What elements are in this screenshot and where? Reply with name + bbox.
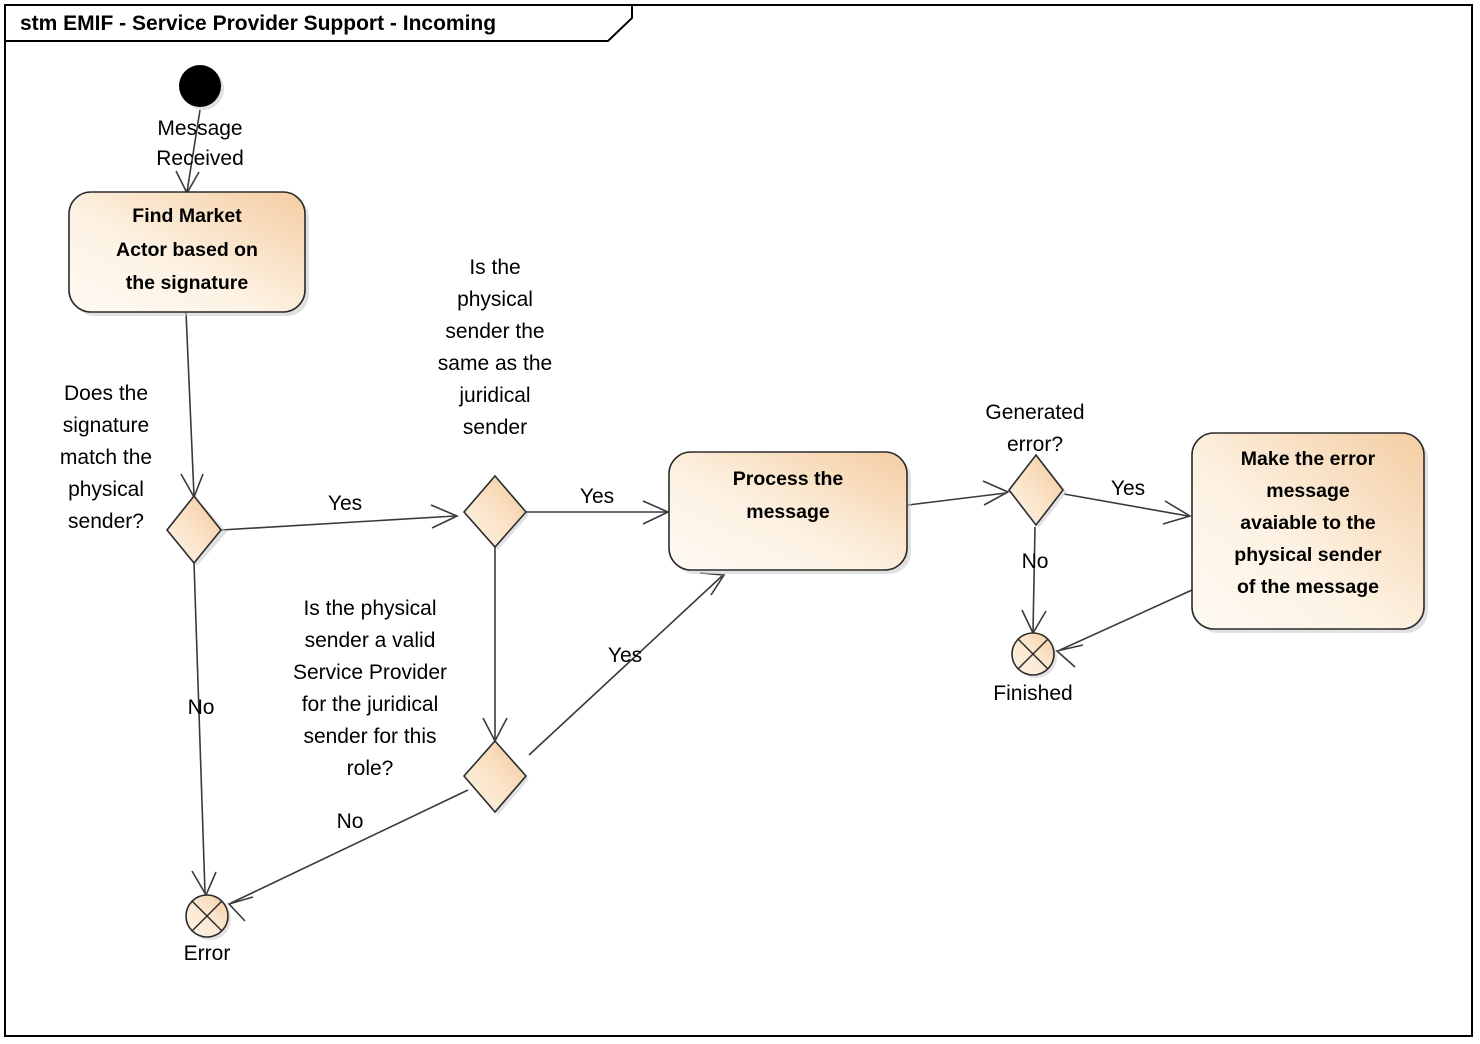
edge-make-error-to-finished: [1055, 589, 1193, 668]
final-node-finished-label: Finished: [993, 682, 1072, 705]
decision-valid-service-provider[interactable]: [462, 739, 529, 815]
state-find-market-actor-line1: Find Market: [132, 205, 242, 227]
note-valid-sp-line3: Service Provider: [293, 661, 447, 684]
state-process-message-line2: message: [746, 501, 830, 523]
note-generated-error-line1: Generated: [985, 401, 1084, 424]
state-make-error-line4: physical sender: [1234, 544, 1382, 566]
note-valid-sp-question: Is the physical sender a valid Service P…: [293, 597, 447, 780]
note-signature-question: Does the signature match the physical se…: [60, 382, 152, 533]
decision-signature-match[interactable]: [165, 494, 227, 566]
note-signature-line3: match the: [60, 446, 152, 469]
edge-generated-error-yes-to-make-error: [1063, 493, 1192, 525]
edge-valid-sp-no-to-error: [227, 789, 469, 922]
state-make-error-line5: of the message: [1237, 576, 1379, 598]
note-signature-line5: sender?: [68, 510, 144, 533]
note-valid-sp-line1: Is the physical: [303, 597, 436, 620]
state-find-market-actor-line2: Actor based on: [116, 239, 258, 261]
state-process-message[interactable]: Process the message: [668, 451, 911, 574]
note-valid-sp-line2: sender a valid: [305, 629, 436, 652]
note-valid-sp-line5: sender for this: [303, 725, 436, 748]
diagram-frame: [4, 4, 1473, 1037]
note-same-sender-line3: sender the: [445, 320, 544, 343]
state-process-message-line1: Process the: [733, 468, 844, 490]
edge-label-generated-error-yes: Yes: [1111, 477, 1145, 500]
state-make-error-line1: Make the error: [1241, 448, 1376, 470]
note-same-sender-line2: physical: [457, 288, 533, 311]
edge-find-market-actor-to-signature-decision: [180, 311, 204, 499]
note-same-sender-line1: Is the: [469, 256, 520, 279]
note-same-sender-line6: sender: [463, 416, 527, 439]
state-find-market-actor[interactable]: Find Market Actor based on the signature: [68, 191, 309, 316]
edge-same-sender-yes-to-process: [526, 500, 670, 525]
edge-signature-no-to-error: [191, 562, 217, 897]
state-make-error-available[interactable]: Make the error message avaiable to the p…: [1191, 432, 1428, 633]
page-title: stm EMIF - Service Provider Support - In…: [20, 12, 496, 35]
edge-process-to-generated-error-decision: [907, 480, 1010, 506]
edge-label-valid-sp-yes: Yes: [608, 644, 642, 667]
initial-node: [179, 65, 224, 110]
edge-label-signature-yes: Yes: [328, 492, 362, 515]
note-generated-error-question: Generated error?: [985, 401, 1084, 456]
state-make-error-line3: avaiable to the: [1240, 512, 1376, 534]
note-same-sender-question: Is the physical sender the same as the j…: [438, 256, 552, 439]
edge-label-signature-no: No: [188, 696, 215, 719]
edge-generated-error-no-to-finished: [1021, 526, 1047, 635]
decision-same-sender[interactable]: [462, 474, 529, 550]
edge-signature-yes-to-same-sender-decision: [220, 504, 459, 531]
edge-label-same-sender-yes: Yes: [580, 485, 614, 508]
state-find-market-actor-line3: the signature: [126, 272, 249, 294]
note-generated-error-line2: error?: [1007, 433, 1063, 456]
edge-label-message-received-line2: Received: [156, 147, 244, 170]
final-node-error: Error: [184, 894, 231, 965]
note-signature-line1: Does the: [64, 382, 148, 405]
edge-same-sender-down-to-valid-sp-decision: [482, 547, 508, 743]
note-same-sender-line5: juridical: [458, 384, 530, 407]
edge-label-generated-error-no: No: [1022, 550, 1049, 573]
state-make-error-line2: message: [1266, 480, 1350, 502]
note-valid-sp-line4: for the juridical: [302, 693, 439, 716]
decision-generated-error[interactable]: [1007, 453, 1067, 528]
note-same-sender-line4: same as the: [438, 352, 552, 375]
note-valid-sp-line6: role?: [347, 757, 394, 780]
note-signature-line4: physical: [68, 478, 144, 501]
final-node-error-label: Error: [184, 942, 231, 965]
final-node-finished: Finished: [993, 632, 1073, 705]
diagram-title-tab: [4, 4, 633, 42]
edge-label-valid-sp-no: No: [337, 810, 364, 833]
edge-label-message-received-line1: Message: [157, 117, 242, 140]
note-signature-line2: signature: [63, 414, 149, 437]
